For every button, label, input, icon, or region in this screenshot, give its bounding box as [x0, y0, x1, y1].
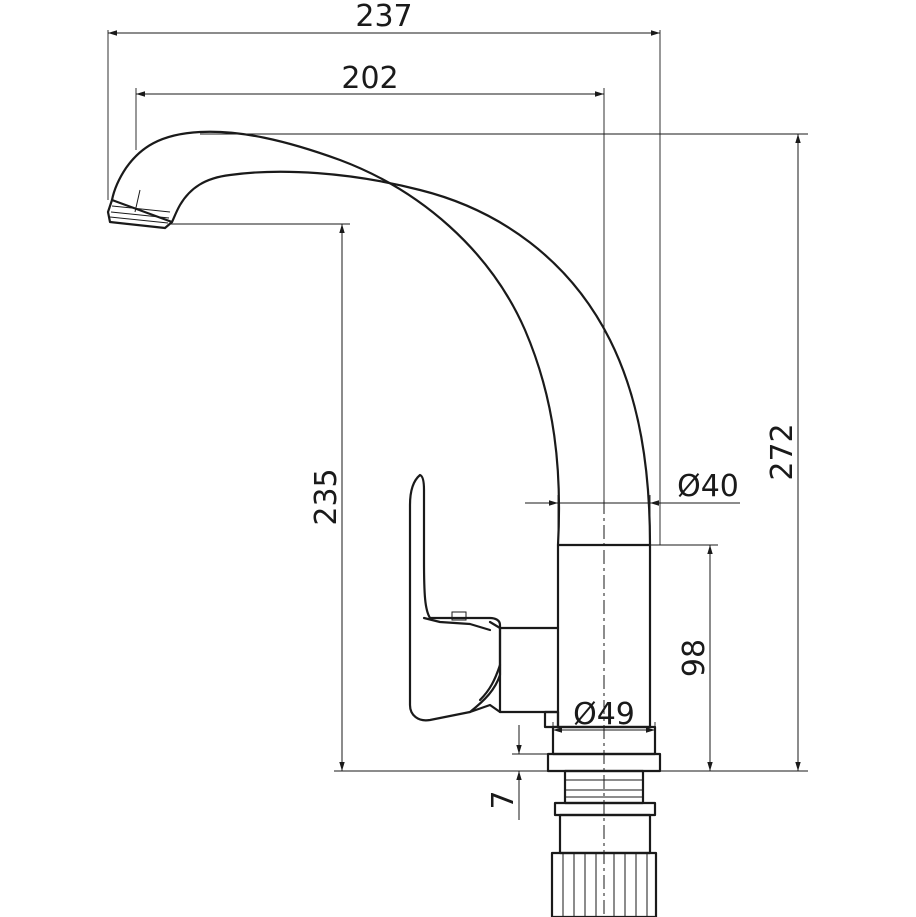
dimension-spout-diameter: Ø40	[525, 469, 740, 545]
dimension-spout-height: 235	[170, 223, 350, 771]
handle-connector	[468, 620, 560, 714]
lever-handle	[408, 473, 502, 722]
aerator	[106, 198, 174, 230]
label-spout-height: 235	[309, 468, 344, 525]
label-spout-diameter: Ø40	[677, 469, 739, 504]
spout-outer-edge	[110, 130, 561, 547]
label-overall-height: 272	[765, 423, 800, 480]
dimension-overall-width: 237	[107, 0, 661, 545]
faucet-outline	[106, 130, 662, 917]
spout-inner-edge	[170, 170, 652, 547]
label-base-thickness: 7	[486, 790, 521, 809]
dimension-spout-reach: 202	[135, 61, 605, 500]
label-body-height: 98	[677, 639, 712, 677]
dimension-overall-height: 272	[200, 133, 808, 772]
label-body-diameter: Ø49	[573, 697, 635, 732]
dimension-body-diameter: Ø49	[552, 697, 656, 735]
dimension-body-height: 98	[650, 544, 718, 771]
mounting-nut	[558, 813, 652, 855]
label-overall-width: 237	[355, 0, 412, 34]
label-spout-reach: 202	[341, 61, 398, 96]
dimension-base-thickness: 7	[486, 725, 548, 820]
